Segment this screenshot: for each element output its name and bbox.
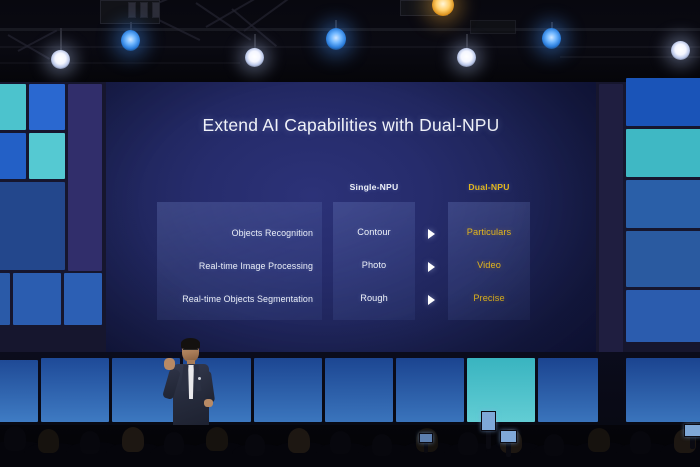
- wall-panel: [626, 78, 700, 126]
- presenter-shirt: [188, 365, 194, 399]
- wall-panel: [325, 358, 393, 422]
- wall-panel: [626, 358, 700, 422]
- stage-spotlight: [671, 41, 690, 60]
- rig-fixture: [470, 20, 516, 34]
- dual-npu-value: Precise: [473, 293, 505, 303]
- presenter-hand: [204, 399, 213, 407]
- raised-arm: [486, 427, 491, 449]
- wall-panel: [0, 182, 65, 270]
- stage-spotlight-amber: [432, 0, 454, 16]
- stage-spotlight: [51, 50, 70, 69]
- rig-fixture: [128, 2, 136, 18]
- wall-panel: [13, 273, 61, 325]
- wall-panel: [29, 84, 65, 130]
- dual-npu-value: Video: [477, 260, 501, 270]
- wall-panel: [0, 133, 26, 179]
- column-header-single-npu: Single-NPU: [349, 182, 399, 192]
- presenter-neck: [187, 360, 195, 366]
- raised-arm: [424, 441, 428, 453]
- wall-panel: [0, 84, 26, 130]
- presenter-hair: [181, 338, 200, 349]
- wall-panel: [68, 84, 102, 271]
- ceiling-truss: [0, 0, 700, 82]
- wall-panel: [41, 358, 109, 422]
- presenter-raised-hand: [164, 358, 175, 370]
- stage-spotlight: [245, 48, 264, 67]
- phone-screen: [500, 430, 517, 443]
- wall-panel: [626, 180, 700, 228]
- raised-arm: [506, 439, 511, 457]
- phone-screen: [684, 424, 700, 437]
- single-npu-value: Photo: [361, 260, 387, 270]
- projection-screen: Extend AI Capabilities with Dual-NPU Sin…: [106, 82, 596, 352]
- wall-panel: [538, 358, 598, 422]
- wall-panel: [64, 273, 102, 325]
- feature-card: [157, 202, 322, 320]
- wall-panel: [599, 84, 623, 356]
- play-triangle-icon: [428, 262, 435, 272]
- play-triangle-icon: [428, 229, 435, 239]
- presenter: [160, 337, 232, 437]
- presenter-badge: [198, 377, 201, 380]
- stage-led-blue: [542, 28, 561, 49]
- wall-panel: [626, 129, 700, 177]
- wall-panel: [626, 231, 700, 287]
- audience: [0, 411, 700, 467]
- stage-spotlight: [457, 48, 476, 67]
- single-npu-value: Contour: [357, 227, 391, 237]
- column-header-dual-npu: Dual-NPU: [468, 182, 510, 192]
- raised-arm: [690, 433, 695, 449]
- phone-screen: [419, 433, 433, 443]
- dual-npu-card: [448, 202, 530, 320]
- wall-panel: [0, 273, 10, 325]
- stage-led-blue: [121, 30, 140, 51]
- play-triangle-icon: [428, 295, 435, 305]
- wall-panel: [29, 133, 65, 179]
- feature-label: Real-time Objects Segmentation: [182, 294, 313, 304]
- stage-led-blue: [326, 28, 346, 50]
- rig-fixture: [152, 2, 160, 18]
- single-npu-value: Rough: [360, 293, 388, 303]
- slide-title: Extend AI Capabilities with Dual-NPU: [202, 115, 500, 135]
- wall-panel: [254, 358, 322, 422]
- wall-panel: [396, 358, 464, 422]
- wall-panel: [626, 290, 700, 342]
- rig-fixture: [140, 2, 148, 18]
- feature-label: Real-time Image Processing: [198, 261, 313, 271]
- wall-panel: [467, 358, 535, 422]
- feature-label: Objects Recognition: [231, 228, 313, 238]
- dual-npu-value: Particulars: [466, 227, 512, 237]
- phone-screen: [481, 411, 496, 431]
- presenter-glasses: [183, 349, 198, 353]
- single-npu-card: [333, 202, 415, 320]
- wall-panel: [0, 360, 38, 422]
